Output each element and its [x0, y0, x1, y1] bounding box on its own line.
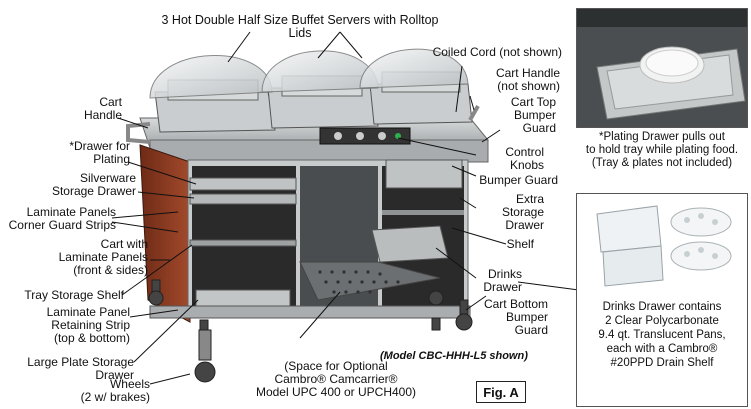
large-plate-drawer [195, 289, 291, 309]
bottom-bumper [149, 305, 471, 319]
rolltop-lid-3 [359, 48, 469, 89]
plating-drawer [189, 177, 297, 191]
label-shelf: Shelf [506, 237, 534, 251]
drinks-drawer-inset: Drinks Drawer contains 2 Clear Polycarbo… [576, 193, 748, 407]
silverware-drawer [189, 193, 297, 205]
label-silverware-drawer: Silverware Storage Drawer [51, 171, 136, 198]
label-drinks-drawer: Drinks Drawer [483, 267, 522, 294]
plating-inset-caption: *Plating Drawer pulls out to hold tray w… [585, 131, 739, 169]
rolltop-lid-1 [149, 55, 273, 99]
label-coiled-cord: Coiled Cord (not shown) [432, 45, 562, 59]
wheel [455, 299, 473, 331]
label-extra-storage-drawer: Extra Storage Drawer [501, 192, 544, 232]
label-cart-top-bumper: Cart Top Bumper Guard [510, 95, 556, 135]
cart-top-rail [149, 139, 489, 163]
label-cart-bottom-bumper: Cart Bottom Bumper Guard [483, 297, 548, 337]
wheel [428, 290, 444, 331]
control-knob [356, 132, 364, 140]
power-light [395, 133, 401, 139]
laminate-side-panel [139, 144, 191, 323]
polycarbonate-pans-photo [596, 205, 732, 287]
label-laminate-corner-strips: Laminate Panels Corner Guard Strips [8, 205, 116, 232]
drinks-inset-caption: Drinks Drawer contains 2 Clear Polycarbo… [598, 301, 726, 369]
label-control-knobs: Control Knobs [505, 145, 544, 172]
label-tray-storage-shelf: Tray Storage Shelf [24, 288, 124, 302]
plating-drawer-photo [577, 9, 747, 127]
drinks-drawer-pan [371, 225, 449, 263]
plating-drawer-inset [576, 8, 748, 128]
extra-storage-drawer [385, 159, 463, 189]
label-drawer-for-plating: *Drawer for Plating [69, 139, 130, 166]
label-cart-handle: Cart Handle [83, 95, 122, 122]
label-space-optional: (Space for Optional Cambro® Camcarrier® … [255, 359, 417, 399]
model-note: (Model CBC-HHH-L5 shown) [380, 350, 528, 362]
label-bumper-guard: Bumper Guard [479, 173, 558, 187]
figure-label: Fig. A [476, 381, 526, 403]
control-knob [378, 132, 386, 140]
label-wheels: Wheels (2 w/ brakes) [80, 377, 150, 404]
diagram-title: 3 Hot Double Half Size Buffet Servers wi… [161, 13, 439, 40]
label-retaining-strip: Laminate Panel Retaining Strip (top & bo… [46, 305, 130, 345]
label-cart-handle-not-shown: Cart Handle (not shown) [495, 66, 560, 93]
cart-handle-right [468, 105, 480, 121]
control-panel [319, 127, 411, 145]
control-knob [334, 132, 342, 140]
right-shelf [382, 210, 464, 215]
label-cart-with-laminate: Cart with Laminate Panels (front & sides… [58, 237, 148, 277]
tray-shelf [189, 239, 297, 247]
wheel [194, 319, 216, 383]
label-large-plate-drawer: Large Plate Storage Drawer [27, 355, 134, 382]
